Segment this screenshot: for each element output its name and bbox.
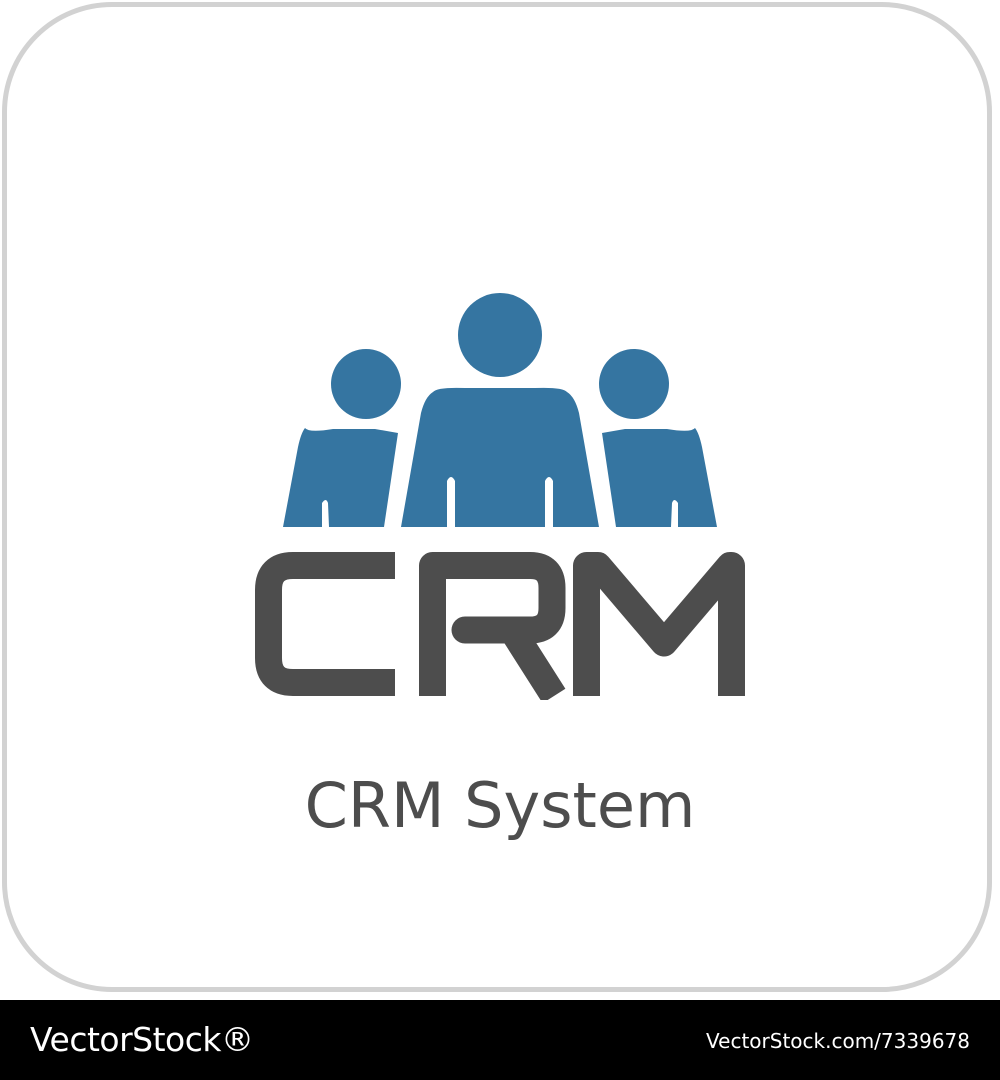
left-person-body [283, 428, 398, 527]
people-group-icon [283, 293, 717, 527]
center-person-head [458, 293, 542, 377]
letter-r [419, 552, 566, 700]
image-reference: VectorStock.com/7339678 [706, 1029, 970, 1053]
letter-c [255, 552, 395, 696]
icon-caption: CRM System [304, 769, 696, 842]
left-person-head [331, 349, 401, 419]
crm-logo-letters [255, 552, 745, 700]
watermark-footer: VectorStock® VectorStock.com/7339678 [0, 1000, 1000, 1080]
right-person-head [599, 349, 669, 419]
vectorstock-logo: VectorStock® [30, 1020, 254, 1059]
right-person-body [602, 428, 717, 527]
letter-m [573, 552, 745, 696]
center-person-body [401, 387, 599, 527]
